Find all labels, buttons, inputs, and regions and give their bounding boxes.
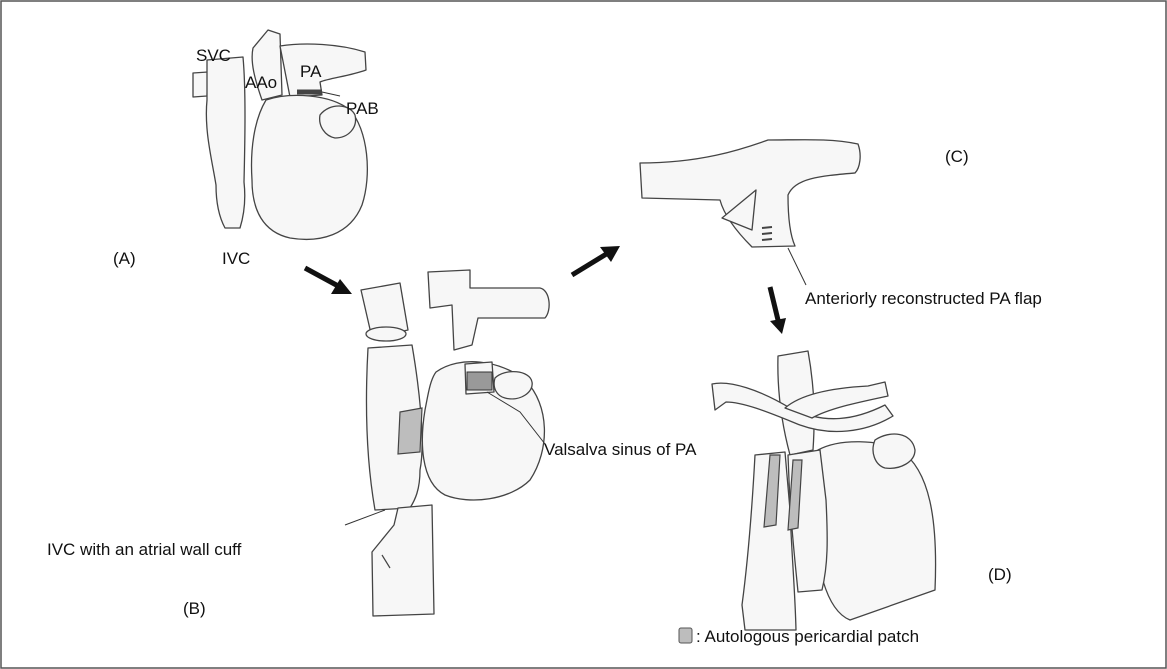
patch-legend-swatch xyxy=(679,628,692,643)
panel-b-letter: (B) xyxy=(183,599,206,618)
label-aao: AAo xyxy=(245,73,277,92)
label-pab: PAB xyxy=(346,99,379,118)
label-svc: SVC xyxy=(196,46,231,65)
panel-d-letter: (D) xyxy=(988,565,1012,584)
panel-c-letter: (C) xyxy=(945,147,969,166)
patch-legend-text: : Autologous pericardial patch xyxy=(696,627,919,646)
label-valsalva-sinus: Valsalva sinus of PA xyxy=(544,440,697,459)
label-pa: PA xyxy=(300,62,322,81)
panel-a-letter: (A) xyxy=(113,249,136,268)
label-pa-flap: Anteriorly reconstructed PA flap xyxy=(805,289,1042,308)
label-ivc-cuff: IVC with an atrial wall cuff xyxy=(47,540,242,559)
patch-legend: : Autologous pericardial patch xyxy=(679,627,919,646)
label-ivc: IVC xyxy=(222,249,250,268)
